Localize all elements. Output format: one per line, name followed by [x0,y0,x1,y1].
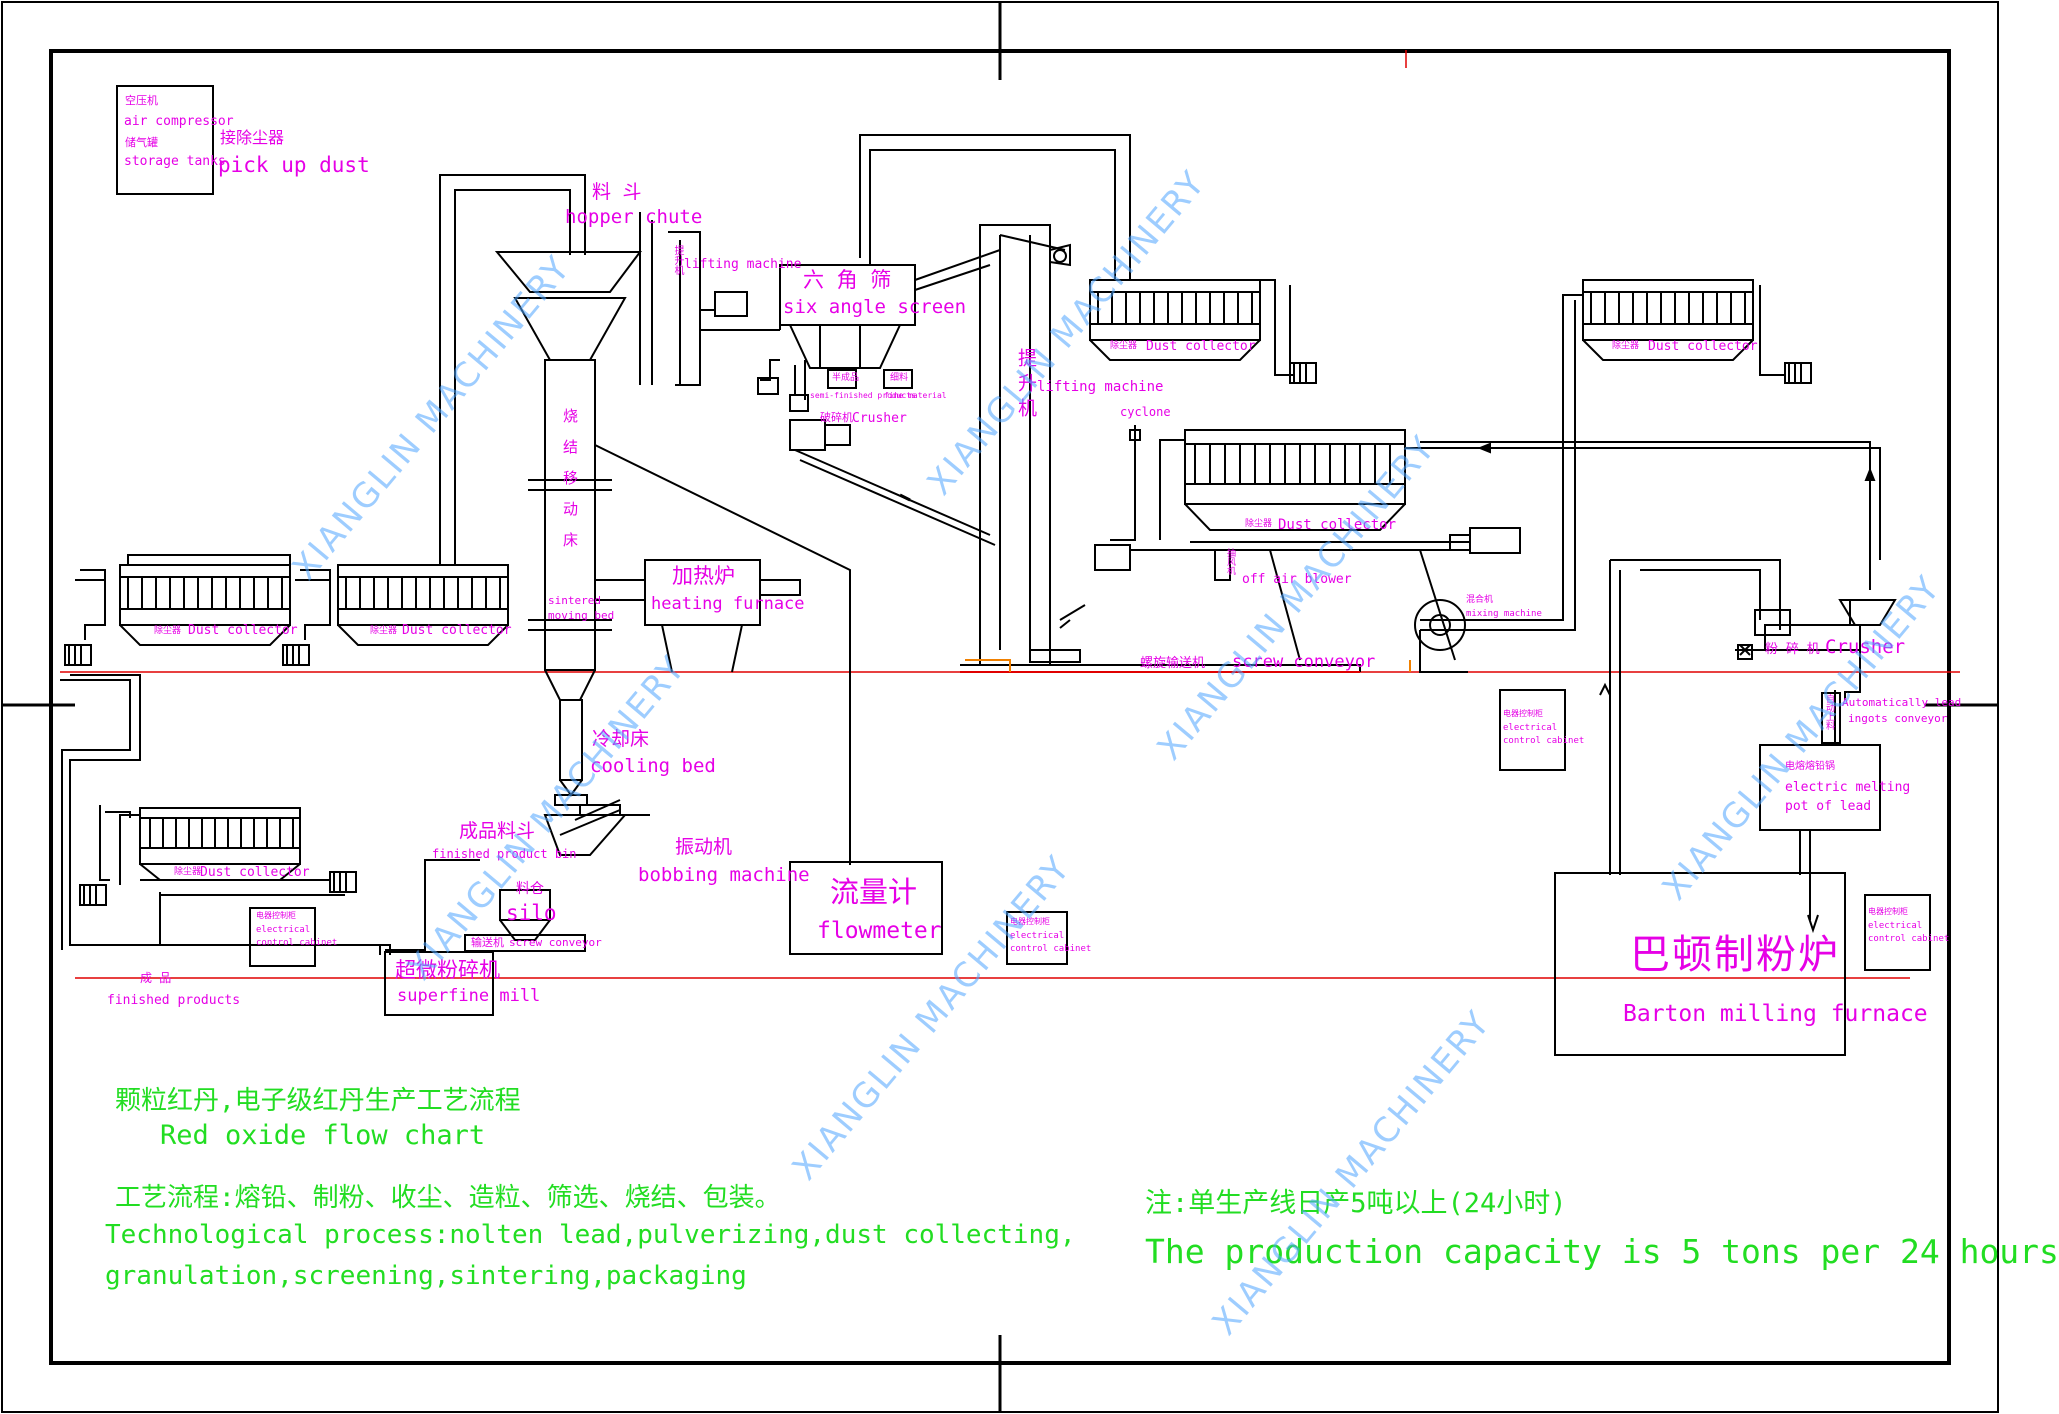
melting-pot-label-en1: electric melting [1785,780,1911,795]
cabinet-right-en1: electrical [1503,723,1558,733]
cabinet-left-en2: control cabinet [256,938,338,948]
lifting-small-label-en: lifting machine [684,257,802,272]
cabinet-mid-cn: 电器控制柜 [1010,917,1050,926]
vibrating-label-cn: 振动机 [675,836,733,858]
screw-small-label-en: screw conveyor [509,936,602,949]
heating-label-en: heating furnace [651,594,805,614]
crusher-right-label-cn: 粉 碎 机 [1765,642,1820,657]
silo-label-cn: 料仓 [516,881,544,897]
dust-collector-center-cn: 除尘器 [1245,519,1273,529]
dust-collector-left1-cn: 除尘器 [154,626,182,636]
dust-collector-bottom-en: Dust collector [200,865,310,880]
sinter-bed-label-cn: 烧结移动床 [561,408,579,563]
sinter-bed-label-en1: sintered [548,594,601,607]
cyclone-label: cyclone [1120,405,1171,419]
cabinet-far-en1: electrical [1868,921,1923,931]
pickup-dust-label-en: pick up dust [218,153,370,177]
barton-label-cn: 巴顿制粉炉 [1630,932,1840,978]
dust-collector-left1-en: Dust collector [188,623,298,638]
heating-label-cn: 加热炉 [672,564,735,588]
dust-collector-top-en: Dust collector [1146,339,1256,354]
flowmeter-label-cn: 流量计 [830,875,918,909]
six-screen-label-cn: 六 角 筛 [803,268,892,292]
dust-collector-right-cn: 除尘器 [1612,341,1640,351]
sinter-bed-label-en2: moving bed [548,609,615,622]
melting-pot-label-cn: 电熔熔铅锅 [1785,761,1835,772]
hopper-label-en: hopper chute [565,206,703,228]
lifting-big-label-cn: 提升机 [1015,348,1037,423]
capacity-cn: 注:单生产线日产5吨以上(24小时) [1145,1188,1567,1219]
dust-collector-right-en: Dust collector [1648,339,1758,354]
process-en-line2: granulation,screening,sintering,packagin… [105,1261,747,1291]
blower-label-en: off air blower [1242,572,1352,587]
fine-material-label-en: fine material [884,391,947,400]
cooling-label-en: cooling bed [590,755,716,777]
blower-label-cn: 抽风机 [1225,548,1235,575]
cooling-label-cn: 冷却床 [592,728,650,750]
diagram-lines [1,1,1999,1413]
cabinet-mid-en2: control cabinet [1010,944,1092,954]
auto-conveyor-label-en2: ingots conveyor [1848,712,1948,725]
title-cn: 颗粒红丹,电子级红丹生产工艺流程 [115,1086,521,1116]
vibrating-label-en: bobbing machine [638,864,810,886]
silo-label-en: silo [506,901,557,925]
finished-label-en: finished products [107,993,241,1008]
title-en: Red oxide flow chart [160,1120,486,1151]
barton-label-en: Barton milling furnace [1623,1001,1928,1027]
cabinet-far-cn: 电器控制柜 [1868,907,1908,916]
superfine-label-cn: 超微粉碎机 [395,958,500,982]
dust-collector-left2-cn: 除尘器 [370,626,398,636]
melting-pot-label-en2: pot of lead [1785,799,1872,814]
crusher-right-label-en: Crusher [1825,636,1906,658]
fp-bin-label-cn: 成品料斗 [459,820,536,842]
semi-finished-label-cn: 半成品 [832,373,860,383]
semi-finished-label-en: semi-finished products [810,391,916,400]
mixing-label-cn: 混合机 [1466,595,1494,605]
process-cn: 工艺流程:熔铅、制粉、收尘、造粒、筛选、烧结、包装。 [115,1183,781,1213]
finished-label-cn: 成 品 [140,971,172,985]
cabinet-right-en2: control cabinet [1503,736,1585,746]
crusher-small-label-cn: 破碎机 [820,411,853,424]
cabinet-left-cn: 电器控制柜 [256,911,296,920]
dust-collector-top-cn: 除尘器 [1110,341,1138,351]
process-en-line1: Technological process:nolten lead,pulver… [105,1220,1076,1250]
storage-tanks-label-en: storage tanks [124,154,226,169]
cabinet-mid-en1: electrical [1010,931,1065,941]
superfine-label-en: superfine mill [397,986,541,1006]
screw-small-label-cn: 输送机 [471,936,504,949]
capacity-en: The production capacity is 5 tons per 24… [1145,1232,2059,1271]
crusher-small-label-en: Crusher [852,411,907,426]
dust-collector-left2-en: Dust collector [402,623,512,638]
six-screen-label-en: six angle screen [783,296,967,318]
auto-conveyor-label-en1: Automatically lead [1842,696,1962,709]
screw-conveyor-label-en: screw conveyor [1232,652,1376,672]
fp-bin-label-en: finished product bin [432,847,577,861]
storage-tanks-label-cn: 储气罐 [125,136,158,149]
flowmeter-label-en: flowmeter [817,918,942,944]
cabinet-left-en1: electrical [256,925,311,935]
screw-conveyor-label-cn: 螺旋输送机 [1140,656,1206,671]
air-compressor-label-cn: 空压机 [125,94,158,107]
dust-collector-center-en: Dust collector [1278,517,1397,533]
dust-collector-bottom-cn: 除尘器 [174,867,202,877]
mixing-label-en: mixing machine [1466,609,1542,619]
fine-material-label-cn: 细料 [890,373,909,383]
lifting-big-label-en: lifting machine [1037,379,1164,395]
pickup-dust-label-cn: 接除尘器 [220,128,285,147]
auto-conveyor-label-cn: 自动上料 [1824,694,1834,730]
hopper-label-cn: 料 斗 [592,181,642,203]
lifting-small-label-cn: 提升机 [672,245,683,275]
cabinet-right-cn: 电器控制柜 [1503,709,1543,718]
air-compressor-label-en: air compressor [124,114,234,129]
cabinet-far-en2: control cabinet [1868,934,1950,944]
